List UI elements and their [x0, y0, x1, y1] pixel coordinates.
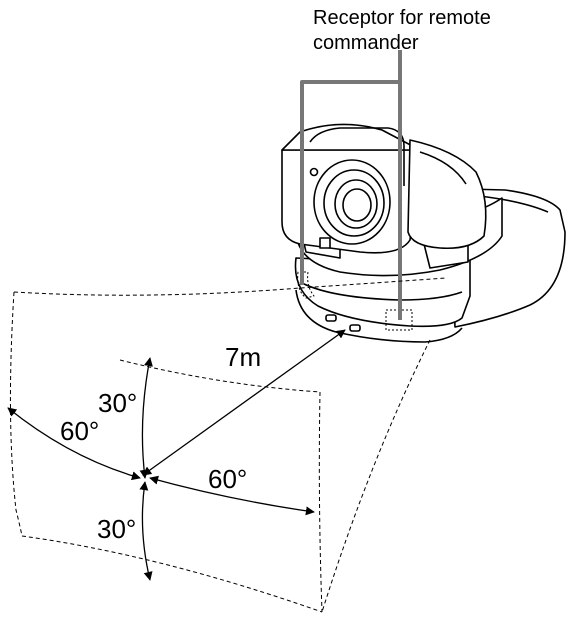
receptor-leader-lines — [300, 50, 402, 320]
angle-up-label: 30° — [98, 388, 138, 418]
angle-down-arrow — [139, 481, 153, 581]
angle-arrows — [7, 329, 346, 581]
ptz-camera — [281, 123, 566, 343]
distance-arrow — [142, 329, 346, 476]
receptor-callout-line1: Receptor for remote — [313, 7, 491, 29]
angle-left-arrow — [7, 407, 141, 481]
angle-right-arrow — [149, 475, 315, 516]
angle-right-label: 60° — [208, 464, 248, 494]
receptor-callout-line2: commander — [313, 32, 419, 54]
distance-label: 7m — [225, 342, 262, 372]
angle-left-label: 60° — [60, 416, 100, 446]
angle-down-label: 30° — [97, 514, 137, 544]
angle-up-arrow — [139, 357, 153, 479]
